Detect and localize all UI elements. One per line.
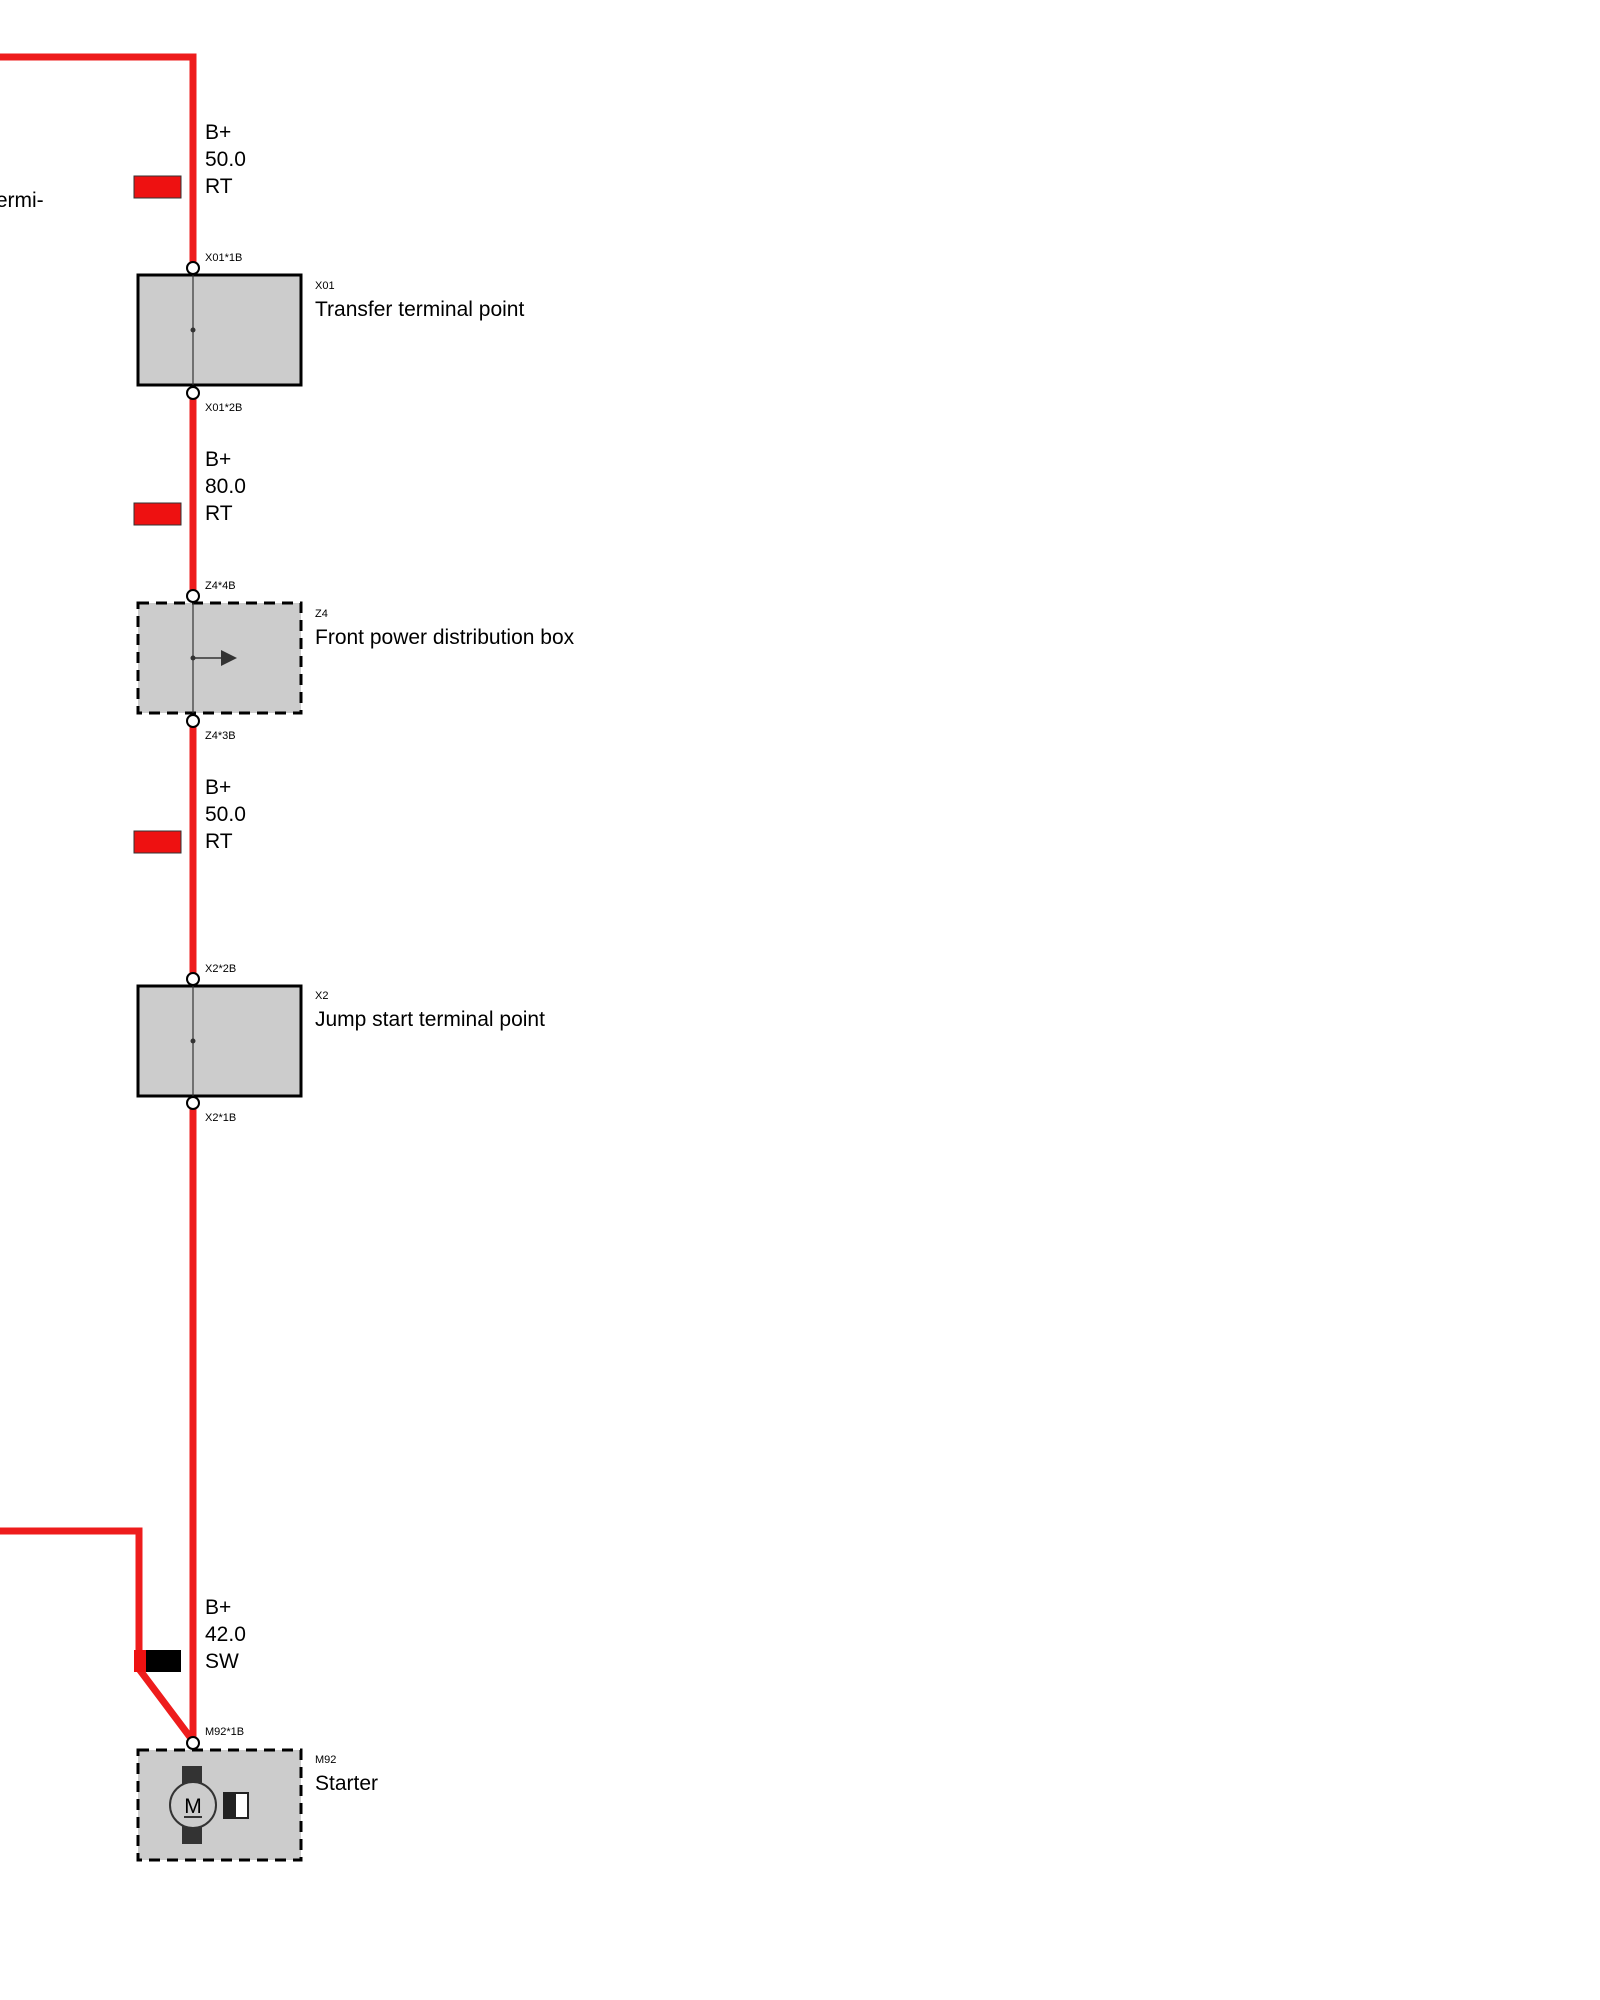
pin-top[interactable] [186,1736,200,1750]
pin-bottom-label: X01*2B [205,402,242,414]
wire-top-feed [0,53,197,267]
wire-color-swatch [146,1650,181,1672]
component-z4[interactable]: Z4*4B Z4*3B Z4 Front power distribution … [136,580,575,742]
component-m92[interactable]: M M92*1B M92 Starter [136,1726,378,1862]
pin-top-label: X01*1B [205,252,242,264]
wire-signal: B+ [205,1596,231,1619]
pin-top-label: X2*2B [205,963,236,975]
wire-signal: B+ [205,121,231,144]
wire-size: 50.0 [205,148,246,171]
wire-color-code: RT [205,502,233,525]
component-name: Starter [315,1772,378,1795]
wire-color-code: RT [205,175,233,198]
edge-text: termi- [0,189,44,212]
component-name: Jump start terminal point [315,1008,545,1031]
pin-top-label: Z4*4B [205,580,236,592]
solenoid-icon [223,1792,249,1819]
wire-color-swatch [133,830,182,854]
pin-bottom-label: Z4*3B [205,730,236,742]
wires [0,53,197,1744]
component-name: Front power distribution box [315,626,575,649]
motor-letter: M [184,1795,202,1818]
wire-color-swatch [133,175,182,199]
wire-label-4: B+ 42.0 SW [134,1596,246,1673]
component-id: M92 [315,1754,336,1766]
component-x2[interactable]: X2*2B X2*1B X2 Jump start terminal point [136,963,545,1124]
pin-bottom[interactable] [186,386,200,400]
pin-top[interactable] [186,589,200,603]
wire-color-code: SW [205,1650,239,1673]
component-x01[interactable]: X01*1B X01*2B X01 Transfer terminal poin… [136,252,524,414]
pin-bottom-label: X2*1B [205,1112,236,1124]
motor-icon: M [169,1766,217,1844]
wire-bottom-feed [0,1527,196,1744]
branch-arrow-icon [190,650,237,666]
wire-signal: B+ [205,448,231,471]
pin-top-label: M92*1B [205,1726,244,1738]
pin-top[interactable] [186,261,200,275]
component-id: Z4 [315,608,328,620]
wire-label-2: B+ 80.0 RT [133,448,246,526]
component-box [136,984,303,1098]
pin-bottom[interactable] [186,1096,200,1110]
wire-color-code: RT [205,830,233,853]
wire-label-1: B+ 50.0 RT [133,121,246,199]
wire-label-3: B+ 50.0 RT [133,776,246,854]
wire-color-swatch-red [134,1650,146,1672]
pin-bottom[interactable] [186,714,200,728]
component-box [136,1748,303,1862]
pin-top[interactable] [186,972,200,986]
junction-dot [190,327,196,333]
wire-size: 80.0 [205,475,246,498]
wire-color-swatch [133,502,182,526]
wire-size: 50.0 [205,803,246,826]
wire-size: 42.0 [205,1623,246,1646]
component-id: X01 [315,280,335,292]
junction-dot [190,1038,196,1044]
component-name: Transfer terminal point [315,298,524,321]
component-id: X2 [315,990,328,1002]
wire-signal: B+ [205,776,231,799]
component-box [136,273,303,387]
